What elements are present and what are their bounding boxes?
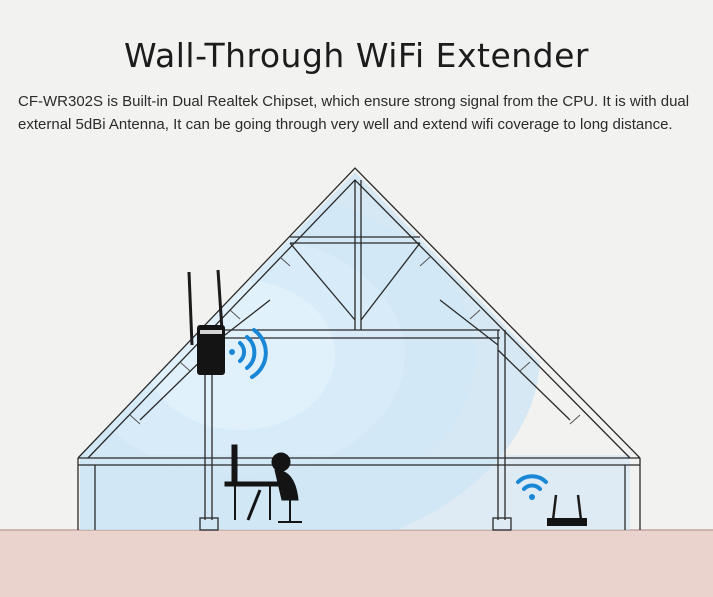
- ground: [0, 530, 713, 597]
- product-description: CF-WR302S is Built-in Dual Realtek Chips…: [18, 93, 690, 133]
- wifi-extender-device: [187, 269, 225, 375]
- roof-structure: [77, 167, 641, 531]
- wifi-signal-icon: [229, 328, 268, 379]
- person-at-desk-icon: [224, 444, 302, 523]
- router-wifi-icon: [516, 474, 548, 500]
- page-title: Wall-Through WiFi Extender: [124, 36, 589, 75]
- router-device: [547, 494, 587, 526]
